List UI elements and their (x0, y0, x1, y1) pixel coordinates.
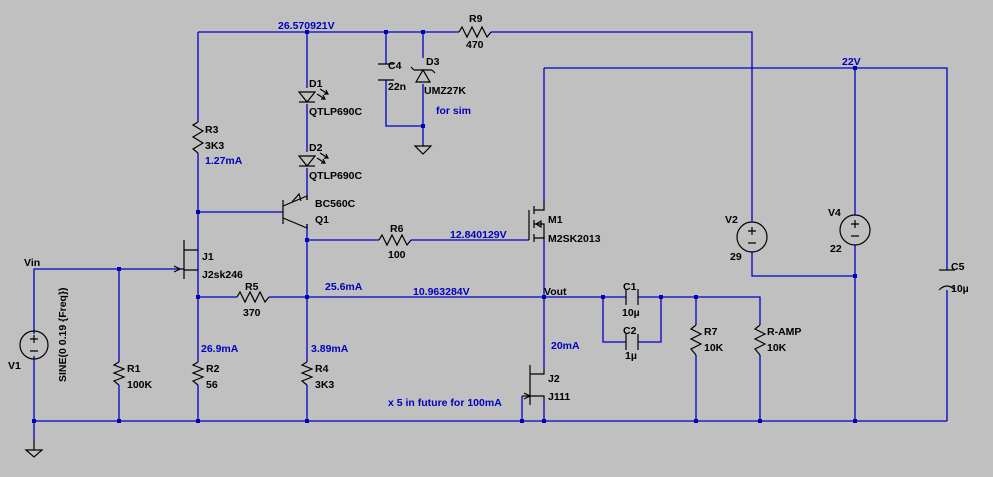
r5-value: 370 (243, 307, 261, 319)
m1-ref: M1 (548, 214, 563, 226)
r2-current-label: 26.9mA (201, 343, 239, 355)
v4-value: 22 (830, 243, 842, 255)
ground-symbol-d3 (413, 145, 433, 155)
c2-ref: C2 (623, 325, 637, 337)
q1-value: BC560C (315, 198, 356, 210)
for-sim-label: for sim (436, 105, 471, 117)
r9-ref: R9 (469, 13, 483, 25)
r2-value: 56 (206, 379, 218, 391)
r-amp-resistor-symbol[interactable] (753, 324, 767, 356)
c2-value: 1µ (625, 350, 637, 362)
c4-value: 22n (388, 81, 406, 93)
d1-ref: D1 (309, 78, 323, 90)
v2-voltage-source-symbol[interactable] (736, 221, 768, 253)
r9-resistor-symbol[interactable] (458, 25, 492, 39)
vout-net-label: Vout (544, 286, 567, 298)
q1-pnp-transistor-symbol[interactable] (282, 192, 308, 229)
j2-jfet-symbol[interactable] (522, 365, 545, 405)
v1-value: SINE(0 0.19 {Freq}) (57, 287, 69, 382)
wires (33, 31, 948, 440)
r6-resistor-symbol[interactable] (378, 233, 412, 247)
d1-led-symbol[interactable] (297, 88, 329, 103)
r2-resistor-symbol[interactable] (191, 361, 205, 386)
j2-ref: J2 (548, 373, 560, 385)
r3-ref: R3 (205, 124, 219, 136)
m1-value: M2SK2013 (548, 233, 601, 245)
v4-ref: V4 (828, 207, 841, 219)
r1-resistor-symbol[interactable] (112, 361, 126, 386)
r-amp-ref: R-AMP (767, 326, 801, 338)
v2-value: 29 (730, 251, 742, 263)
vin-net-label: Vin (24, 257, 40, 269)
r4-current-label: 3.89mA (311, 343, 349, 355)
r5-ref: R5 (245, 281, 259, 293)
r3-current-label: 1.27mA (205, 155, 243, 167)
v4-voltage-source-symbol[interactable] (839, 214, 871, 246)
r7-ref: R7 (704, 326, 718, 338)
r5-current-label: 25.6mA (325, 281, 363, 293)
d3-ref: D3 (426, 56, 440, 68)
r2-ref: R2 (206, 363, 220, 375)
gate-voltage-label: 12.840129V (450, 229, 507, 241)
future-note-label: x 5 in future for 100mA (388, 397, 502, 409)
j2-value: J111 (548, 391, 570, 403)
ground-symbol-main (24, 440, 44, 458)
r1-value: 100K (127, 379, 153, 391)
v2-ref: V2 (725, 214, 738, 226)
j1-jfet-symbol[interactable] (173, 240, 198, 279)
top-node-voltage-label: 26.570921V (278, 20, 335, 32)
v1-ref: V1 (8, 360, 21, 372)
v1-sine-source-symbol[interactable] (19, 330, 49, 360)
r3-resistor-symbol[interactable] (191, 121, 205, 154)
r4-resistor-symbol[interactable] (300, 361, 314, 386)
r4-value: 3K3 (315, 379, 334, 391)
r1-ref: R1 (127, 363, 141, 375)
r9-value: 470 (466, 39, 484, 51)
junction-dots (32, 30, 857, 423)
c5-value: 10µ (951, 283, 969, 295)
j1-value: J2sk246 (202, 269, 243, 281)
c2-capacitor-symbol[interactable] (625, 334, 639, 350)
vout-voltage-label: 10.963284V (413, 286, 470, 298)
r4-ref: R4 (315, 363, 329, 375)
r6-ref: R6 (390, 223, 404, 235)
j2-current-label: 20mA (551, 340, 580, 352)
c5-ref: C5 (951, 261, 965, 273)
r3-value: 3K3 (205, 140, 224, 152)
d2-value: QTLP690C (309, 170, 363, 182)
r5-resistor-symbol[interactable] (236, 290, 270, 304)
r7-value: 10K (704, 342, 724, 354)
d1-value: QTLP690C (309, 106, 363, 118)
c4-capacitor-symbol[interactable] (378, 63, 394, 81)
rail-22v-label: 22V (842, 56, 861, 68)
r6-value: 100 (388, 249, 406, 261)
d3-value: UMZ27K (424, 85, 466, 97)
c1-value: 10µ (622, 307, 640, 319)
d3-zener-symbol[interactable] (410, 66, 436, 83)
r-amp-value: 10K (767, 342, 787, 354)
r7-resistor-symbol[interactable] (689, 324, 703, 356)
d2-led-symbol[interactable] (297, 152, 329, 167)
q1-ref: Q1 (315, 214, 329, 226)
c5-capacitor-symbol[interactable] (938, 269, 956, 291)
c4-ref: C4 (388, 60, 402, 72)
c1-capacitor-symbol[interactable] (625, 289, 639, 305)
d2-ref: D2 (309, 142, 323, 154)
j1-ref: J1 (202, 251, 214, 263)
c1-ref: C1 (623, 281, 637, 293)
m1-mosfet-symbol[interactable] (528, 202, 545, 242)
